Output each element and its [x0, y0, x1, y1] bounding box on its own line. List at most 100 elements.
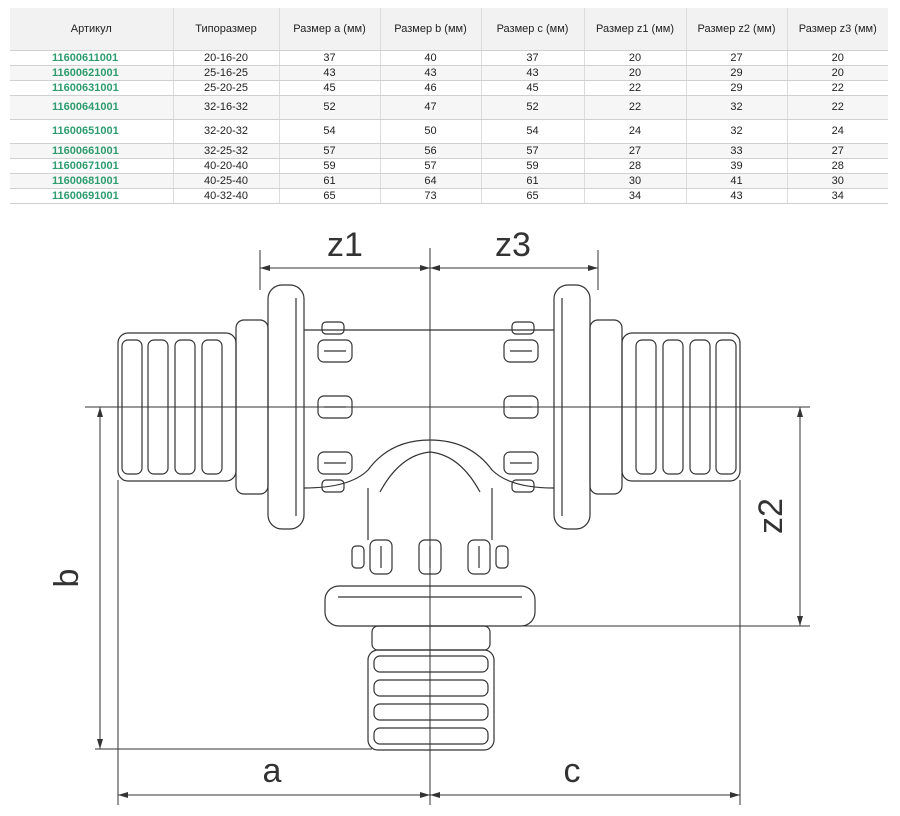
cell-size-z3: 22 [787, 80, 888, 96]
cell-size-c: 43 [481, 65, 585, 81]
cell-size-z1: 20 [584, 50, 687, 66]
cell-size-a: 61 [279, 173, 381, 189]
cell-size-a: 59 [279, 158, 381, 174]
right-flange-nut [553, 284, 591, 530]
bottom-pipe-socket [367, 625, 495, 751]
label-a: a [263, 752, 282, 790]
cell-article: 11600651001 [10, 119, 174, 144]
cell-size-a: 57 [279, 143, 381, 159]
tee-fitting-drawing: z1 z3 a c b z2 [48, 226, 810, 805]
cell-size-type: 25-20-25 [173, 80, 280, 96]
label-c: c [564, 752, 581, 790]
cell-size-z3: 20 [787, 50, 888, 66]
cell-size-z1: 34 [584, 188, 687, 204]
header-size-b: Размер b (мм) [380, 8, 482, 51]
cell-size-type: 40-25-40 [173, 173, 280, 189]
cell-size-a: 54 [279, 119, 381, 144]
cell-size-type: 32-25-32 [173, 143, 280, 159]
cell-size-z2: 39 [686, 158, 788, 174]
cell-size-z2: 33 [686, 143, 788, 159]
cell-article: 11600661001 [10, 143, 174, 159]
cell-size-z2: 32 [686, 119, 788, 144]
cell-article: 11600681001 [10, 173, 174, 189]
cell-size-z1: 20 [584, 65, 687, 81]
dimension-arrows [97, 265, 803, 798]
cell-size-z1: 28 [584, 158, 687, 174]
label-b: b [48, 569, 86, 588]
cell-article: 11600611001 [10, 50, 174, 66]
cell-size-z2: 27 [686, 50, 788, 66]
cell-size-c: 52 [481, 95, 585, 120]
right-pipe-socket [589, 319, 741, 495]
cell-size-c: 65 [481, 188, 585, 204]
cell-size-b: 73 [380, 188, 482, 204]
header-size-a: Размер a (мм) [279, 8, 381, 51]
cell-article: 11600631001 [10, 80, 174, 96]
header-size-type: Типоразмер [173, 8, 280, 51]
header-size-c: Размер c (мм) [481, 8, 585, 51]
cell-size-c: 59 [481, 158, 585, 174]
label-z3: z3 [495, 226, 531, 264]
right-clips [503, 321, 539, 493]
cell-size-z1: 30 [584, 173, 687, 189]
cell-size-z3: 30 [787, 173, 888, 189]
cell-size-z1: 27 [584, 143, 687, 159]
cell-size-a: 45 [279, 80, 381, 96]
cell-size-z2: 29 [686, 65, 788, 81]
cell-size-z1: 24 [584, 119, 687, 144]
cell-size-z3: 27 [787, 143, 888, 159]
dimensions-table: Артикул Типоразмер Размер a (мм) Размер … [10, 8, 888, 204]
header-size-z3: Размер z3 (мм) [787, 8, 888, 51]
table-header-row: Артикул Типоразмер Размер a (мм) Размер … [10, 8, 888, 51]
cell-size-type: 40-20-40 [173, 158, 280, 174]
left-clips [317, 321, 353, 493]
cell-size-b: 46 [380, 80, 482, 96]
cell-size-z3: 28 [787, 158, 888, 174]
cell-size-type: 32-20-32 [173, 119, 280, 144]
cell-size-b: 50 [380, 119, 482, 144]
cell-size-z3: 34 [787, 188, 888, 204]
cell-size-b: 64 [380, 173, 482, 189]
cell-size-z3: 24 [787, 119, 888, 144]
cell-size-type: 32-16-32 [173, 95, 280, 120]
left-flange-nut [267, 284, 305, 530]
cell-size-z3: 20 [787, 65, 888, 81]
cell-size-c: 54 [481, 119, 585, 144]
cell-size-z1: 22 [584, 95, 687, 120]
cell-size-z2: 41 [686, 173, 788, 189]
cell-size-c: 45 [481, 80, 585, 96]
cell-size-c: 57 [481, 143, 585, 159]
cell-size-b: 43 [380, 65, 482, 81]
label-z1: z1 [327, 226, 363, 264]
cell-size-b: 47 [380, 95, 482, 120]
cell-size-type: 20-16-20 [173, 50, 280, 66]
cell-size-a: 37 [279, 50, 381, 66]
cell-size-z2: 29 [686, 80, 788, 96]
cell-size-z2: 43 [686, 188, 788, 204]
cell-size-z1: 22 [584, 80, 687, 96]
cell-size-b: 57 [380, 158, 482, 174]
cell-size-b: 56 [380, 143, 482, 159]
cell-article: 11600691001 [10, 188, 174, 204]
header-article: Артикул [10, 8, 174, 51]
cell-size-b: 40 [380, 50, 482, 66]
cell-size-z3: 22 [787, 95, 888, 120]
cell-article: 11600641001 [10, 95, 174, 120]
label-z2: z2 [752, 498, 790, 534]
header-size-z2: Размер z2 (мм) [686, 8, 788, 51]
cell-size-z2: 32 [686, 95, 788, 120]
left-pipe-socket [117, 319, 269, 495]
cell-size-a: 43 [279, 65, 381, 81]
cell-size-a: 52 [279, 95, 381, 120]
cell-size-a: 65 [279, 188, 381, 204]
